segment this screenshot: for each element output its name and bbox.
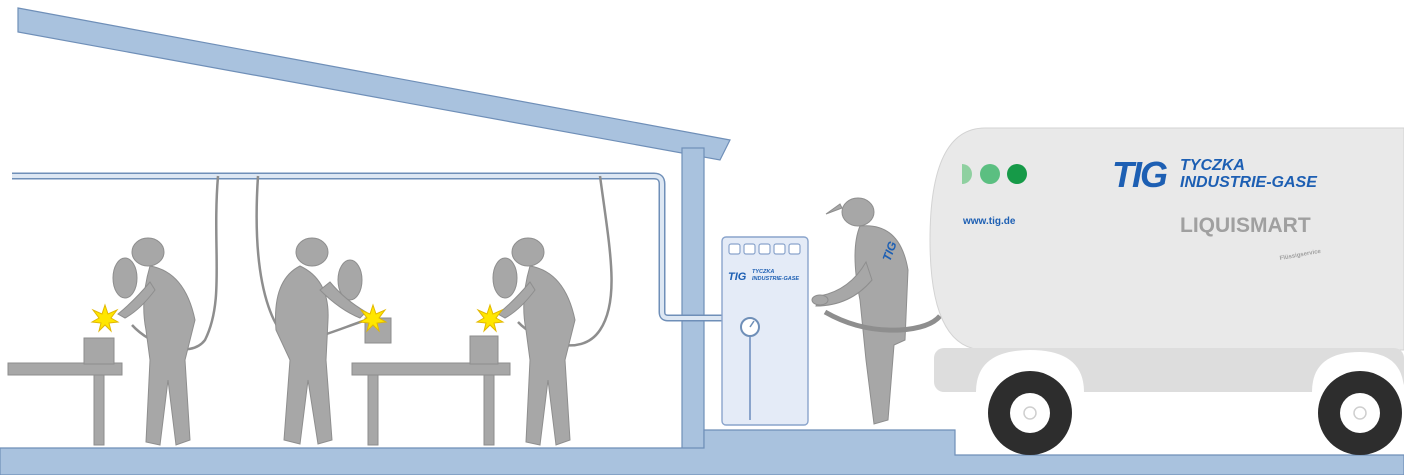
truck-wheel — [988, 371, 1072, 455]
tank-truck — [929, 127, 1404, 455]
hall-roof — [17, 7, 731, 161]
station-logo-mark: TIG — [728, 271, 747, 283]
status-dot-icon — [962, 164, 1027, 184]
truck-logo-mark: TIG — [1112, 154, 1167, 195]
workbench-right — [351, 317, 511, 446]
hall-floor — [0, 429, 1404, 475]
station-company-line1: TYCZKA — [752, 269, 774, 275]
welder-figure — [492, 237, 576, 446]
delivery-worker — [811, 197, 909, 425]
welder-figure — [112, 237, 196, 446]
truck-wheel — [1318, 371, 1402, 455]
welder-figure — [275, 237, 367, 445]
truck-product-name: LIQUISMART — [1180, 214, 1311, 237]
worker-shirt-logo: TIG — [880, 239, 900, 263]
filling-hose — [823, 309, 942, 333]
workbench-left — [7, 337, 123, 446]
spark-icon — [476, 304, 504, 332]
ceiling-gas-pipe — [12, 172, 726, 322]
station-company-line2: INDUSTRIE-GASE — [752, 276, 799, 282]
gas-supply-station — [721, 236, 809, 426]
pressure-gauge-icon — [740, 317, 760, 337]
hall-pillar — [681, 147, 705, 451]
truck-website: www.tig.de — [962, 216, 1016, 227]
truck-company-line1: TYCZKA — [1180, 157, 1245, 174]
truck-company-line2: INDUSTRIE-GASE — [1180, 174, 1318, 191]
spark-icon — [91, 304, 119, 332]
